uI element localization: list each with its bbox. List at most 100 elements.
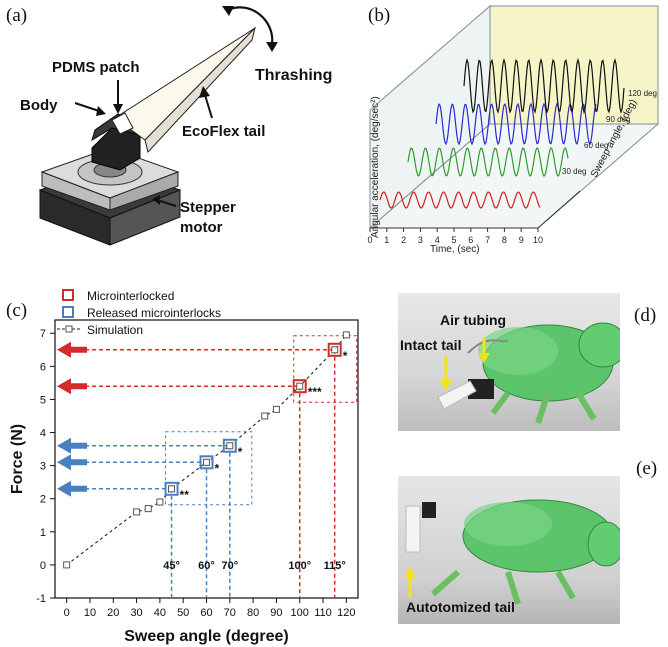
d-annotations: Air tubing Intact tail [400, 312, 506, 391]
label-pdms-patch: PDMS patch [52, 59, 140, 76]
simulation-point [226, 442, 234, 450]
legend-label: Microinterlocked [87, 289, 174, 303]
intact-tail-photo [398, 293, 620, 431]
simulation-point [168, 485, 176, 493]
y-tick-label: -1 [36, 593, 46, 605]
wave-trace-2 [407, 146, 569, 178]
measured-point [164, 481, 179, 496]
b-xtick-label: 7 [485, 235, 490, 245]
simulation-point [144, 505, 152, 513]
legend-marker [62, 306, 74, 318]
label-intact-tail: Intact tail [400, 337, 461, 353]
b-ztick-label: 90 deg [606, 115, 630, 124]
autotomized-tail-photo [398, 476, 620, 624]
force-level-arrow [57, 454, 87, 471]
x-tick-label: 100 [291, 607, 309, 619]
legend-marker [62, 289, 74, 301]
b-xtick-label: 9 [519, 235, 524, 245]
x-tick-label: 60 [200, 607, 212, 619]
label-thrashing: Thrashing [255, 67, 332, 84]
simulation-point [342, 331, 350, 339]
b-xtick-label: 5 [451, 235, 456, 245]
stepper-tail-illustration: PDMS patch Body Thrashing EcoFlex tail S… [20, 6, 332, 246]
simulation-point [156, 498, 164, 506]
y-tick-label: 6 [40, 361, 46, 373]
measured-point [292, 379, 307, 394]
legend-label: Released microinterlocks [87, 306, 221, 320]
simulation-point [331, 346, 339, 354]
b-ztick-label: 60 deg [584, 141, 608, 150]
y-axis-label: Force (N) [9, 424, 26, 494]
released-box [165, 431, 253, 506]
panel-a-tag: (a) [6, 5, 28, 26]
significance-marker: * [343, 349, 348, 363]
label-stepper: Stepper [180, 199, 236, 216]
legend-marker [65, 325, 73, 333]
b-xtick-label: 4 [435, 235, 440, 245]
x-tick-label: 120 [337, 607, 355, 619]
force-level-arrow [57, 378, 87, 395]
wave-traces [379, 57, 625, 209]
force-level-arrow [57, 341, 87, 358]
significance-marker: * [215, 461, 220, 475]
wave-trace-3 [435, 102, 597, 146]
simulation-point [63, 561, 71, 569]
angle-annotation: 115° [324, 560, 346, 572]
y-tick-label: 3 [40, 461, 46, 473]
wave-trace-4 [463, 57, 625, 115]
x-tick-label: 30 [130, 607, 142, 619]
simulation-line [66, 334, 347, 566]
measured-point [199, 455, 214, 470]
y-tick-label: 4 [40, 428, 46, 440]
b-xtick-label: 10 [533, 235, 543, 245]
x-tick-label: 40 [154, 607, 166, 619]
simulation-point [296, 382, 304, 390]
panel-d: (d) Air tubing Intact tail [368, 285, 668, 435]
wave-trace-1 [379, 191, 541, 209]
b-ztick-label: 30 deg [562, 167, 586, 176]
panel-e-tag: (e) [636, 458, 658, 479]
significance-marker: * [238, 445, 243, 459]
x-tick-label: 10 [84, 607, 96, 619]
force-level-arrow [57, 480, 87, 497]
y-tick-label: 5 [40, 394, 46, 406]
panel-a: (a) [0, 0, 360, 260]
thrashing-arrow [227, 6, 274, 45]
label-motor: motor [180, 219, 223, 236]
gecko-robot-picture [437, 322, 620, 424]
measured-point [327, 342, 342, 357]
b-xtick-label: 1 [384, 235, 389, 245]
b-ztick-label: 120 deg [628, 89, 657, 98]
e-annotations: Autotomized tail [404, 566, 515, 615]
y-tick-label: 2 [40, 494, 46, 506]
simulation-point [272, 405, 280, 413]
angle-annotation: 70° [221, 560, 238, 572]
x-tick-label: 50 [177, 607, 189, 619]
x-tick-label: 80 [247, 607, 259, 619]
significance-marker: *** [308, 385, 322, 399]
b-xtick-label: 6 [468, 235, 473, 245]
simulation-point [203, 458, 210, 466]
b-ylabel: Angular acceleration, (deg/sec²) [370, 96, 381, 238]
y-tick-label: 7 [40, 328, 46, 340]
x-tick-label: 0 [64, 607, 70, 619]
b-xlabel: Time, (sec) [430, 244, 480, 255]
panel-d-tag: (d) [634, 305, 657, 326]
y-tick-label: 1 [40, 527, 46, 539]
b-xtick-label: 2 [401, 235, 406, 245]
x-tick-label: 20 [107, 607, 119, 619]
gecko-robot-autotomized-picture [405, 499, 620, 605]
panel-e: (e) Autotomized tail [368, 450, 668, 647]
label-air-tubing: Air tubing [440, 312, 506, 328]
label-ecoflex-tail: EcoFlex tail [182, 123, 265, 140]
simulation-point [261, 412, 269, 420]
force-level-arrow [57, 437, 87, 454]
simulation-point [133, 508, 141, 516]
significance-marker: ** [180, 488, 190, 502]
legend-label: Simulation [87, 323, 143, 337]
sweep-axis-ticks: 30 deg 60 deg 90 deg 120 deg [562, 89, 657, 176]
angle-annotation: 100° [288, 560, 311, 572]
